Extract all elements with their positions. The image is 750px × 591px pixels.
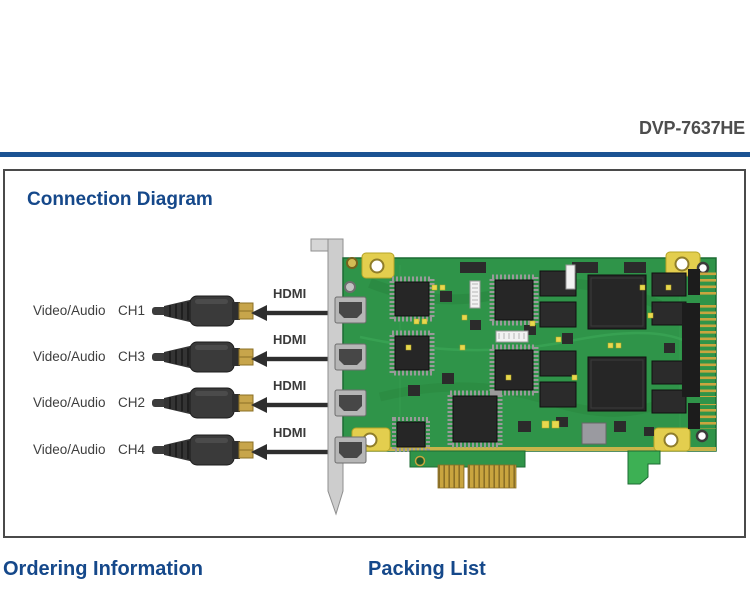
solder-pads xyxy=(405,284,672,429)
channel-label: CH2 xyxy=(118,395,146,410)
ordering-information-title: Ordering Information xyxy=(3,558,203,580)
header-divider-rule xyxy=(0,152,750,157)
channel-label: CH4 xyxy=(118,442,146,457)
channel-label: CH3 xyxy=(118,349,146,364)
board-connectors xyxy=(469,264,576,343)
pci-bracket xyxy=(310,238,344,516)
hdmi-port-3 xyxy=(334,389,367,417)
hdmi-cable-icon xyxy=(152,387,254,419)
hdmi-port-label: HDMI xyxy=(273,286,307,301)
pcie-edge-connector xyxy=(409,450,526,489)
hdmi-port-1 xyxy=(334,296,367,324)
hdmi-cable-icon xyxy=(152,341,254,373)
left-arrow-icon xyxy=(251,351,341,367)
device-label: Video/Audio xyxy=(33,349,106,364)
cable-row-ch2: Video/Audio CH2 HDMI xyxy=(5,378,465,421)
hdmi-port-2 xyxy=(334,343,367,371)
connection-diagram-panel: Connection Diagram Video/Audio CH1 HDMI xyxy=(3,169,746,538)
channel-label: CH1 xyxy=(118,303,146,318)
hdmi-cable-icon xyxy=(152,434,254,466)
device-label: Video/Audio xyxy=(33,442,106,457)
left-arrow-icon xyxy=(251,397,341,413)
cable-row-ch3: Video/Audio CH3 HDMI xyxy=(5,332,465,375)
pin-headers xyxy=(682,269,717,429)
left-arrow-icon xyxy=(251,444,341,460)
chips xyxy=(389,262,687,452)
connection-diagram-title: Connection Diagram xyxy=(27,189,213,210)
left-arrow-icon xyxy=(251,305,341,321)
device-label: Video/Audio xyxy=(33,395,106,410)
hdmi-port-label: HDMI xyxy=(273,425,307,440)
hdmi-ports xyxy=(334,296,367,464)
cable-row-ch1: Video/Audio CH1 HDMI xyxy=(5,286,465,329)
capture-card-icon xyxy=(310,238,717,516)
device-label: Video/Audio xyxy=(33,303,106,318)
packing-list-title: Packing List xyxy=(368,558,486,580)
cable-row-ch4: Video/Audio CH4 HDMI xyxy=(5,425,465,468)
hdmi-cable-icon xyxy=(152,295,254,327)
retention-latch xyxy=(627,450,661,485)
hdmi-port-4 xyxy=(334,436,367,464)
hdmi-port-label: HDMI xyxy=(273,332,307,347)
product-model-number: DVP-7637HE xyxy=(638,118,745,138)
hdmi-port-label: HDMI xyxy=(273,378,307,393)
